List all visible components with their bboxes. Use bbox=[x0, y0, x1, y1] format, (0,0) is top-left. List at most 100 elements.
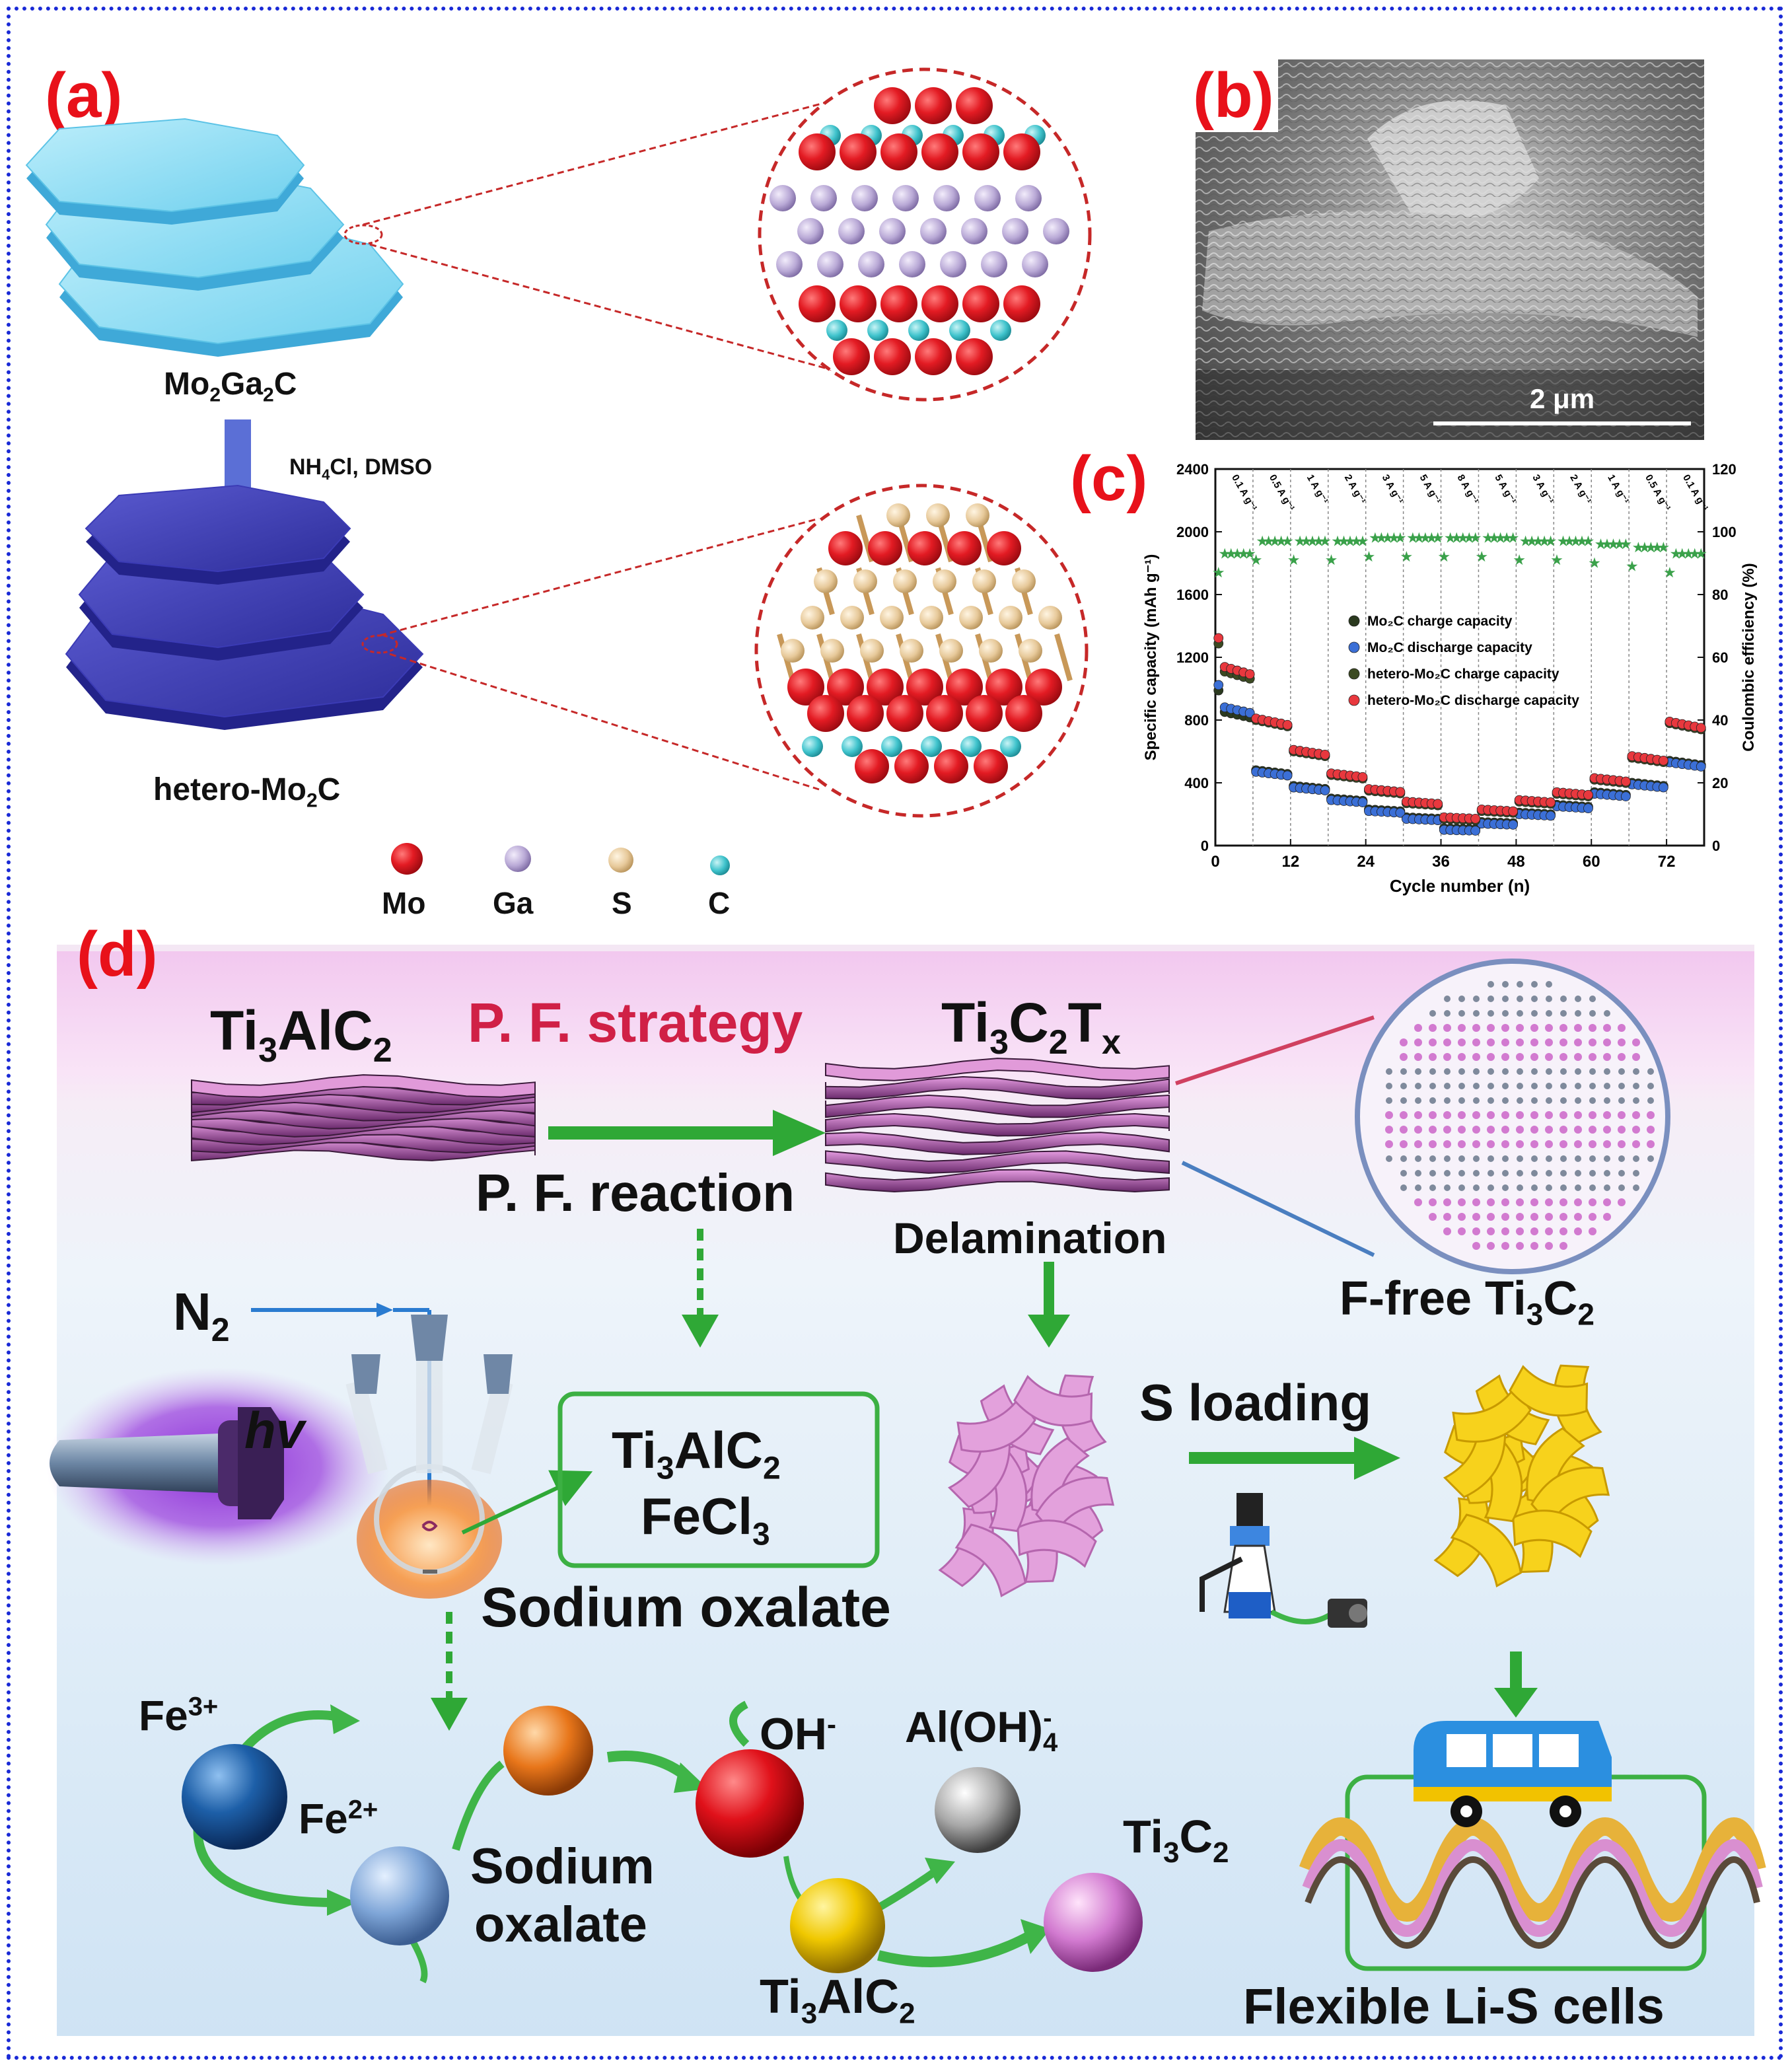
efficiency-point: ★ bbox=[1569, 532, 1583, 549]
atom bbox=[1472, 1198, 1480, 1206]
atom bbox=[1545, 1213, 1553, 1221]
atom bbox=[1487, 1126, 1495, 1134]
atom bbox=[1517, 981, 1523, 988]
atom bbox=[1604, 1170, 1610, 1177]
efficiency-point: ★ bbox=[1600, 536, 1614, 552]
atom bbox=[1530, 1198, 1538, 1206]
atom bbox=[1560, 1068, 1567, 1075]
capacity-point bbox=[1244, 708, 1255, 718]
dashed-arrow-to-mechanism bbox=[431, 1612, 468, 1731]
flexible-cell-circuit bbox=[1299, 1774, 1766, 1971]
atom bbox=[1502, 1083, 1509, 1089]
atom bbox=[1386, 1068, 1392, 1075]
atom bbox=[1385, 1126, 1393, 1134]
atom bbox=[1516, 1024, 1524, 1032]
atom bbox=[1604, 1097, 1610, 1104]
atom bbox=[1487, 1010, 1494, 1017]
mo2ga2c-label: Mo2Ga2C bbox=[164, 367, 297, 406]
atom bbox=[826, 320, 847, 341]
atom bbox=[1487, 996, 1494, 1002]
flask-to-box-line bbox=[461, 1470, 593, 1535]
atom bbox=[933, 185, 960, 211]
atom bbox=[1501, 1126, 1509, 1134]
atom bbox=[781, 639, 805, 663]
atom bbox=[860, 639, 884, 663]
atom bbox=[1531, 981, 1538, 988]
atom bbox=[1517, 1170, 1523, 1177]
dashed-arrow-to-box bbox=[682, 1229, 719, 1348]
atom bbox=[1473, 1170, 1480, 1177]
efficiency-point: ★ bbox=[1306, 532, 1319, 549]
atom bbox=[853, 569, 877, 593]
atom bbox=[867, 669, 904, 706]
atom bbox=[1429, 1083, 1436, 1089]
efficiency-point: ★ bbox=[1575, 532, 1589, 549]
capacity-point bbox=[1244, 669, 1255, 679]
atom bbox=[1516, 1126, 1524, 1134]
atom bbox=[1530, 1126, 1538, 1134]
atom bbox=[874, 338, 911, 375]
capacity-point bbox=[1320, 785, 1330, 795]
nanosheet bbox=[1013, 1375, 1093, 1427]
atom bbox=[1603, 1038, 1611, 1046]
pf-strategy-title: P. F. strategy bbox=[468, 992, 803, 1054]
atom bbox=[1618, 1024, 1626, 1032]
atom bbox=[939, 639, 963, 663]
atom bbox=[1618, 1111, 1626, 1119]
atom bbox=[1531, 996, 1538, 1002]
efficiency-point: ★ bbox=[1595, 536, 1608, 552]
atom bbox=[1546, 1184, 1552, 1191]
reagent-label: NH4Cl, DMSO bbox=[289, 454, 433, 483]
atom bbox=[886, 695, 923, 732]
atom bbox=[1604, 1184, 1610, 1191]
atom bbox=[1546, 996, 1552, 1002]
capacity-point bbox=[1508, 820, 1519, 830]
efficiency-point: ★ bbox=[1557, 532, 1570, 549]
atom bbox=[1589, 1227, 1596, 1235]
pf-reaction-label: P. F. reaction bbox=[476, 1163, 795, 1222]
atom bbox=[881, 736, 902, 757]
atom bbox=[1575, 1155, 1581, 1162]
atom bbox=[1531, 1170, 1538, 1177]
y2-axis-label: Coulombic efficiency (%) bbox=[1740, 563, 1758, 751]
atom bbox=[1502, 996, 1509, 1002]
hetero-mo2c-label: hetero-Mo2C bbox=[153, 772, 341, 812]
atom bbox=[1019, 639, 1042, 663]
panel-a-illustration bbox=[25, 67, 1092, 875]
aloh4-sphere bbox=[935, 1767, 1021, 1853]
atom bbox=[1429, 1198, 1437, 1206]
atom bbox=[1604, 1068, 1610, 1075]
atom bbox=[1472, 1111, 1480, 1119]
atom bbox=[1501, 1242, 1509, 1250]
capacity-point bbox=[1696, 762, 1706, 772]
atom bbox=[1546, 1068, 1552, 1075]
efficiency-point: ★ bbox=[1482, 530, 1495, 546]
atom bbox=[1472, 1213, 1480, 1221]
nanosheet bbox=[956, 1396, 1036, 1453]
atom bbox=[880, 606, 904, 630]
atom bbox=[1473, 1097, 1480, 1104]
atom bbox=[1502, 1184, 1509, 1191]
atom bbox=[797, 218, 824, 244]
legend-s-label: S bbox=[612, 886, 632, 920]
legend-marker bbox=[1348, 615, 1360, 627]
atom bbox=[1415, 1184, 1421, 1191]
atom bbox=[1487, 1038, 1495, 1046]
atom bbox=[1516, 1111, 1524, 1119]
delamination-label: Delamination bbox=[893, 1214, 1167, 1262]
atom bbox=[1517, 1184, 1523, 1191]
atom bbox=[1589, 1184, 1596, 1191]
fe2-label: Fe2+ bbox=[299, 1795, 378, 1842]
atom bbox=[990, 320, 1011, 341]
atom bbox=[1444, 1097, 1451, 1104]
efficiency-point: ★ bbox=[1318, 532, 1332, 549]
atom bbox=[1487, 1213, 1495, 1221]
capacity-point bbox=[1583, 789, 1593, 800]
efficiency-point: ★ bbox=[1694, 545, 1707, 562]
y2-tick-label: 60 bbox=[1712, 649, 1728, 666]
atom bbox=[880, 285, 917, 322]
atom bbox=[1501, 1038, 1509, 1046]
box-ti3alc2: Ti3AlC2 bbox=[612, 1421, 781, 1486]
oh-label: OH- bbox=[760, 1708, 836, 1759]
legend-entry: hetero-Mo₂C discharge capacity bbox=[1367, 693, 1579, 708]
